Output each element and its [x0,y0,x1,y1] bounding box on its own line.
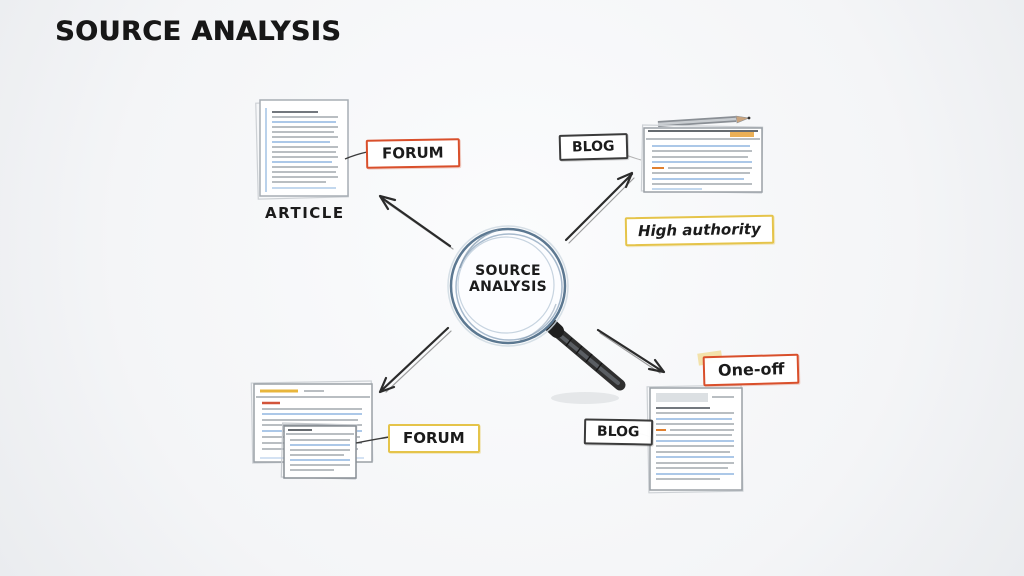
magnifier-caption: SOURCE ANALYSIS [456,263,560,295]
article-thumbnail [255,99,349,200]
forum-bottom-label: FORUM [388,424,480,453]
arrow-bottom-right [596,328,666,374]
arrow-bottom-left [378,326,452,394]
blog-bottom-thumbnail [646,350,744,494]
arrow-top-right [564,171,635,244]
connector-forum-bottom [355,436,390,444]
high-authority-label: High authority [624,214,775,247]
blog-top-thumbnail [640,115,764,194]
article-label: ARTICLE [265,204,345,222]
magnifier-caption-line2: ANALYSIS [468,279,548,295]
blog-bottom-label: BLOG [583,418,653,446]
blog-top-label: BLOG [558,133,628,161]
pencil-icon [657,115,751,127]
page-title: SOURCE ANALYSIS [55,16,342,47]
one-off-label: One-off [702,353,800,387]
forum-thumbnail [250,380,374,480]
magnifier-icon [447,225,626,404]
forum-top-label: FORUM [365,138,460,169]
arrow-top-left [378,194,454,250]
connector-forum-top [344,151,368,160]
magnifier-caption-line1: SOURCE [475,263,541,279]
